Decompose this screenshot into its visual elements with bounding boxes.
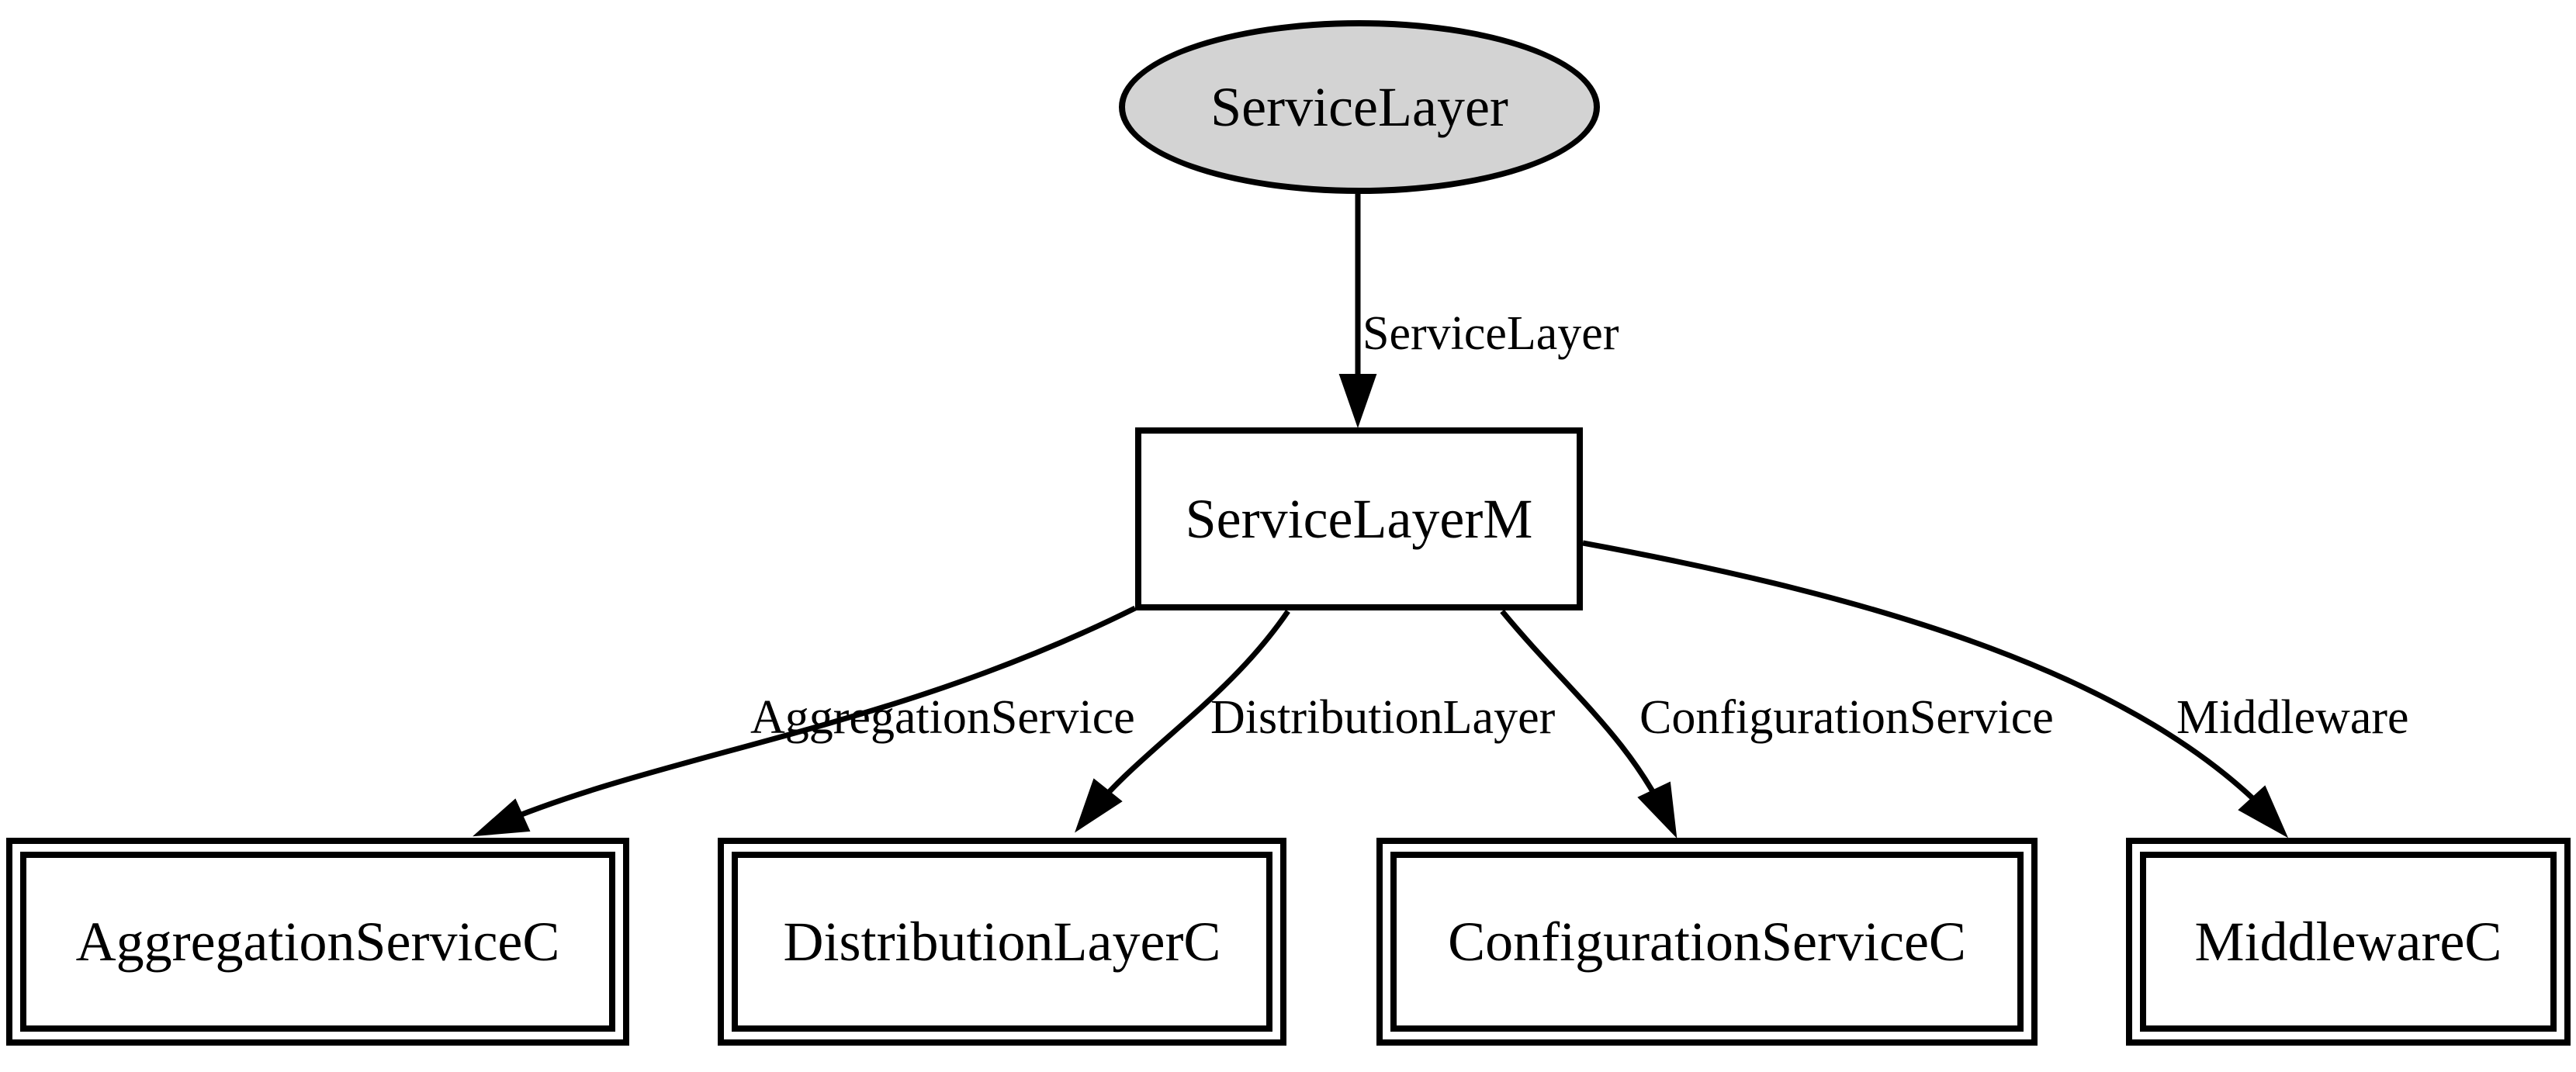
edge-label-servicelayer: ServiceLayer xyxy=(1362,307,1619,360)
edge-label-configurationservice: ConfigurationService xyxy=(1639,691,2054,744)
edge-label-middleware: Middleware xyxy=(2176,691,2409,744)
edge-aggregationservice xyxy=(495,605,1137,828)
node-middlewarec: MiddlewareC xyxy=(2126,838,2571,1046)
node-configurationservicec-label: ConfigurationServiceC xyxy=(1448,911,1966,973)
node-servicelayerm: ServiceLayerM xyxy=(1135,427,1583,610)
arrowhead-middleware xyxy=(2238,785,2289,839)
node-distributionlayerc: DistributionLayerC xyxy=(718,838,1286,1046)
arrowhead-servicelayer xyxy=(1338,374,1377,429)
node-aggregationservicec-inner-border: AggregationServiceC xyxy=(20,852,615,1032)
arrowhead-aggregationservice xyxy=(473,798,531,837)
node-servicelayerm-label: ServiceLayerM xyxy=(1185,488,1533,550)
node-servicelayer-label: ServiceLayer xyxy=(1210,76,1508,138)
node-aggregationservicec-label: AggregationServiceC xyxy=(75,911,560,973)
edge-label-distributionlayer: DistributionLayer xyxy=(1210,691,1556,744)
node-configurationservicec: ConfigurationServiceC xyxy=(1376,838,2038,1046)
node-configurationservicec-inner-border: ConfigurationServiceC xyxy=(1390,852,2024,1032)
node-servicelayer: ServiceLayer xyxy=(1119,20,1600,194)
node-aggregationservicec: AggregationServiceC xyxy=(6,838,629,1046)
edge-label-aggregationservice: AggregationService xyxy=(750,691,1135,744)
node-distributionlayerc-inner-border: DistributionLayerC xyxy=(732,852,1272,1032)
node-middlewarec-inner-border: MiddlewareC xyxy=(2140,852,2557,1032)
edge-middleware xyxy=(1582,540,2280,826)
node-middlewarec-label: MiddlewareC xyxy=(2194,911,2502,973)
arrowhead-configurationservice xyxy=(1637,781,1678,839)
node-distributionlayerc-label: DistributionLayerC xyxy=(783,911,1221,973)
arrowhead-distributionlayer xyxy=(1075,778,1123,833)
